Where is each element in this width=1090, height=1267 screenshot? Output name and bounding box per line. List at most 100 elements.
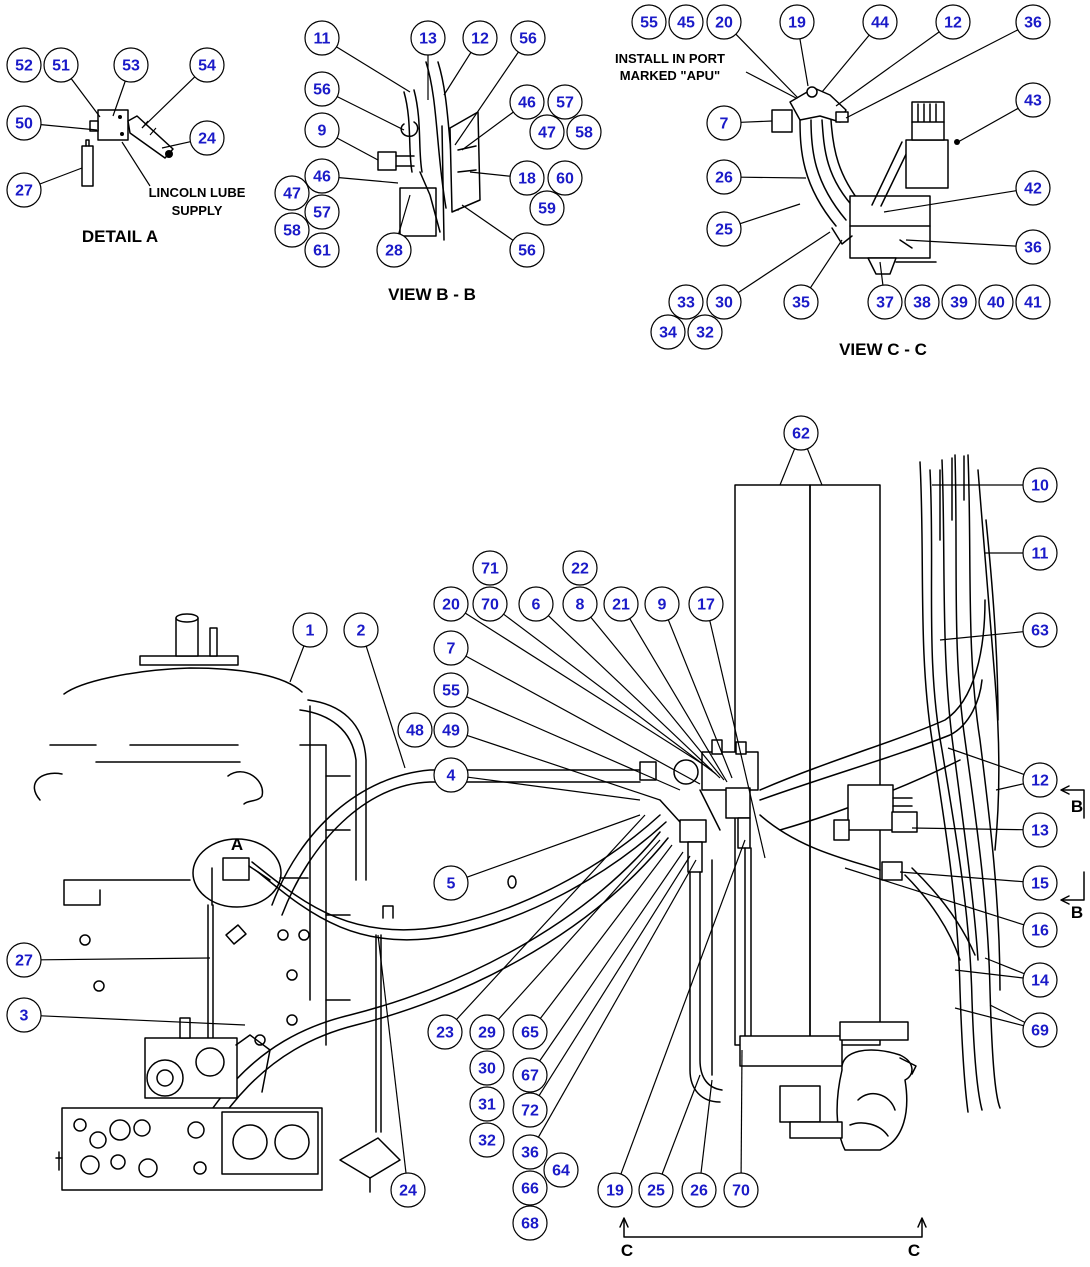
- callout-circle: [397, 712, 433, 748]
- callout-4: 4: [433, 757, 469, 793]
- leader-line-35: [809, 239, 843, 289]
- callout-26: 26: [681, 1172, 717, 1208]
- leader-line-54: [141, 76, 196, 129]
- callout-25: 25: [706, 211, 742, 247]
- engine-detail: [89, 1131, 107, 1149]
- callout-circle: [1022, 612, 1058, 648]
- manifold-block: [833, 784, 918, 881]
- leader-line-12: [443, 52, 472, 96]
- callout-1: 1: [292, 612, 328, 648]
- leader-line-14: [954, 969, 1024, 979]
- callout-38: 38: [904, 284, 940, 320]
- callout-circle: [472, 586, 508, 622]
- callout-number: 11: [314, 31, 331, 48]
- callout-number: 55: [442, 683, 460, 700]
- detail-a-drawing: LINCOLN LUBE SUPPLY DETAIL A: [81, 109, 246, 246]
- callout-number: 12: [1031, 773, 1049, 790]
- callout-circle: [547, 84, 583, 120]
- leader-line-1: [289, 645, 305, 683]
- section-b-arrow: [1060, 895, 1070, 905]
- callout-number: 6: [532, 597, 541, 614]
- section-b-line: [1061, 789, 1085, 819]
- callout-circle: [650, 314, 686, 350]
- cylinder-neck: [85, 139, 90, 147]
- callout-circle: [304, 20, 340, 56]
- callout-circle: [433, 630, 469, 666]
- engine-detail: [109, 1119, 131, 1141]
- lube-cylinder: [81, 145, 94, 187]
- callout-number: 51: [52, 58, 70, 75]
- down-hose: [744, 847, 752, 1041]
- hose-end: [165, 150, 173, 158]
- hose: [799, 119, 837, 227]
- callout-22: 22: [562, 550, 598, 586]
- callout-number: 35: [792, 295, 810, 312]
- valve-stem-lower: [737, 817, 751, 849]
- plate-bolts: [457, 145, 477, 173]
- mounting-plate: [449, 111, 481, 213]
- callout-circle: [510, 20, 546, 56]
- tee-fitting: [679, 819, 707, 843]
- callout-62: 62: [783, 415, 819, 451]
- column-right: [809, 484, 881, 1046]
- section-b-line: [1061, 871, 1085, 901]
- callout-27: 27: [6, 172, 42, 208]
- callout-29: 29: [469, 1014, 505, 1050]
- callout-circle: [1015, 229, 1051, 265]
- install-note-line1: INSTALL IN PORT: [615, 51, 725, 66]
- leader-line-63: [939, 631, 1024, 641]
- leader-line-6: [547, 615, 721, 779]
- callout-circle: [189, 47, 225, 83]
- callout-7: 7: [433, 630, 469, 666]
- callout-number: 65: [521, 1025, 539, 1042]
- callout-number: 55: [640, 15, 658, 32]
- leader-line-69: [989, 1004, 1026, 1023]
- callout-circle: [1022, 762, 1058, 798]
- callout-number: 20: [715, 15, 733, 32]
- callout-number: 13: [1031, 823, 1049, 840]
- callout-number: 18: [518, 171, 536, 188]
- callout-number: 22: [571, 561, 589, 578]
- callout-circle: [1022, 962, 1058, 998]
- callout-circle: [941, 284, 977, 320]
- callout-19: 19: [779, 4, 815, 40]
- valve-cluster: [639, 739, 759, 873]
- section-b-arrow: [1060, 785, 1070, 795]
- manifold-fitting: [891, 811, 918, 833]
- tank-bolt: [254, 1034, 266, 1046]
- callout-58: 58: [566, 114, 602, 150]
- callout-63: 63: [1022, 612, 1058, 648]
- section-b-marker-bottom: B: [1071, 903, 1083, 922]
- elbow-fitting: [835, 111, 849, 123]
- detail-a-title: DETAIL A: [82, 227, 158, 246]
- pump-housing: [836, 1049, 913, 1151]
- callout-circle: [1022, 812, 1058, 848]
- inlet-fitting: [639, 761, 657, 781]
- callout-circle: [433, 672, 469, 708]
- callout-41: 41: [1015, 284, 1051, 320]
- callout-61: 61: [304, 232, 340, 268]
- leader-line-17: [709, 620, 766, 859]
- callout-circle: [681, 1172, 717, 1208]
- callout-circle: [6, 47, 42, 83]
- callout-circle: [706, 284, 742, 320]
- leader-line-42: [883, 190, 1017, 213]
- callout-50: 50: [6, 105, 42, 141]
- callout-circle: [783, 284, 819, 320]
- tank-bulge: [33, 771, 264, 805]
- callout-number: 43: [1024, 93, 1042, 110]
- leader-line-56: [336, 96, 405, 131]
- leader-lines: [39, 29, 1026, 1175]
- callout-number: 11: [1032, 546, 1049, 563]
- callout-circle: [1022, 1012, 1058, 1048]
- callout-44: 44: [862, 4, 898, 40]
- callout-32: 32: [687, 314, 723, 350]
- callout-circle: [706, 4, 742, 40]
- callout-72: 72: [512, 1092, 548, 1128]
- callout-circle: [706, 105, 742, 141]
- callout-56: 56: [510, 20, 546, 56]
- callout-circle: [1015, 4, 1051, 40]
- leader-line-43: [957, 107, 1019, 143]
- supply-hose: [281, 781, 641, 916]
